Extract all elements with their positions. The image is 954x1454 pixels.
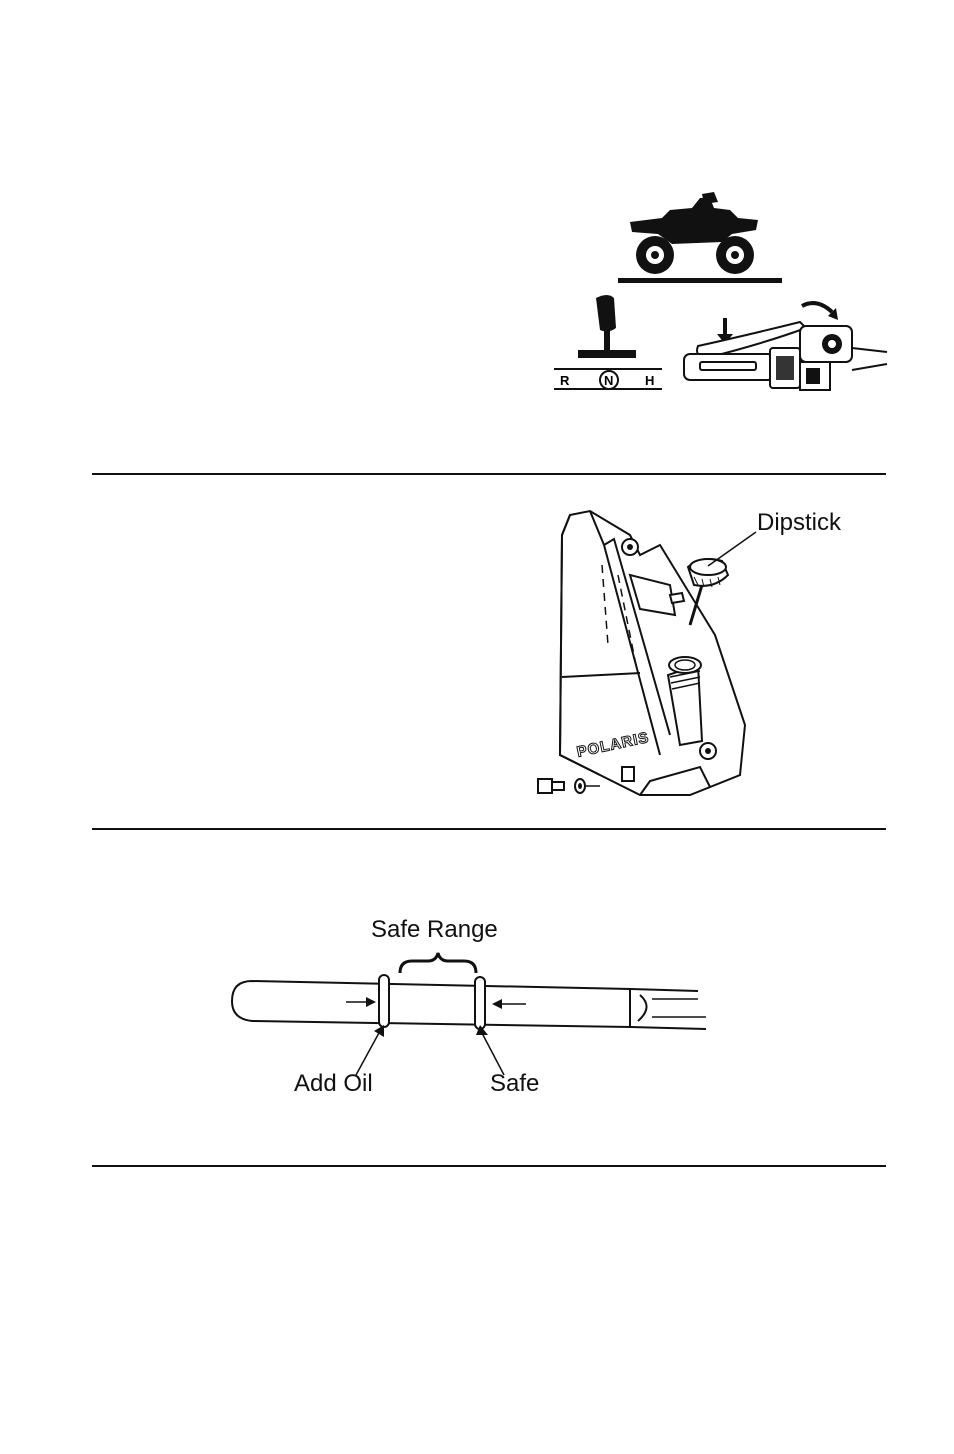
atv-icon: [610, 190, 780, 290]
safe-label: Safe: [490, 1070, 539, 1098]
dipstick-leader-line: [700, 530, 760, 570]
section-divider: [92, 828, 886, 830]
gear-shifter-icon: R N H: [554, 292, 664, 392]
section-divider: [92, 1165, 886, 1167]
gear-r-label: R: [560, 373, 570, 388]
gear-n-label: N: [604, 373, 613, 388]
safe-range-label: Safe Range: [371, 916, 498, 944]
add-oil-label: Add Oil: [294, 1070, 373, 1098]
dipstick-callout: Dipstick: [757, 509, 841, 537]
brake-lever-icon: [682, 286, 892, 396]
gear-h-label: H: [645, 373, 654, 388]
section-divider: [92, 473, 886, 475]
